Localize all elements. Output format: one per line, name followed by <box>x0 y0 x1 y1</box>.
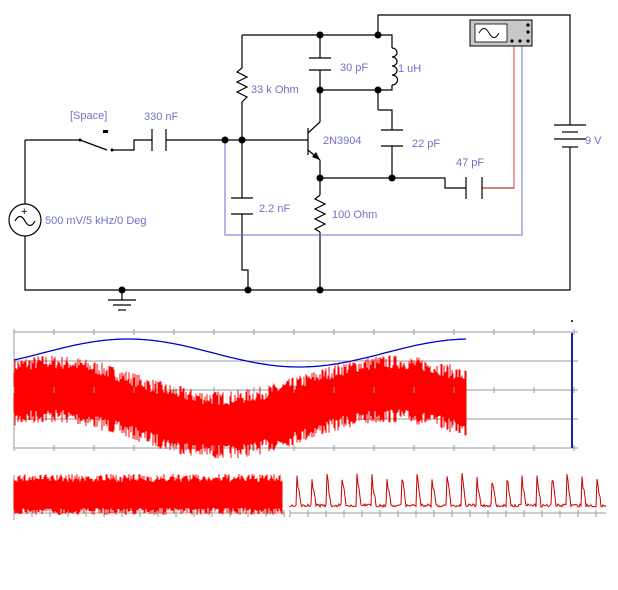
resistor-33k[interactable] <box>235 67 249 103</box>
capacitor-22pf[interactable] <box>381 129 403 147</box>
label-r-emitter: 100 Ohm <box>332 209 377 221</box>
label-c-bypass: 2.2 nF <box>259 203 290 215</box>
svg-text:+: + <box>21 206 27 218</box>
junction-dots <box>118 31 396 294</box>
scope-tick-marks <box>13 329 597 517</box>
trace-noise-red-flat <box>13 474 283 515</box>
label-source: 500 mV/5 kHz/0 Deg <box>45 215 147 227</box>
trace-noise-red-modulated <box>13 355 467 459</box>
inductor-1uh[interactable] <box>391 47 399 86</box>
battery-icon[interactable] <box>554 124 586 155</box>
label-c-input: 330 nF <box>144 111 179 123</box>
capacitor-30pf[interactable] <box>309 57 331 71</box>
label-c-feedback: 22 pF <box>412 138 440 150</box>
circuit-wires <box>24 14 571 300</box>
label-c-tank: 30 pF <box>340 62 368 74</box>
transistor-emitter-arrow <box>312 152 320 160</box>
probe-wires <box>224 45 523 236</box>
trace-sine-blue <box>13 338 467 368</box>
label-l-tank: 1 uH <box>398 63 421 75</box>
label-battery: 9 V <box>585 135 602 147</box>
capacitor-2-2nf[interactable] <box>231 197 253 215</box>
oscilloscope-icon[interactable] <box>469 19 533 47</box>
component-labels: [Space] 330 nF 33 k Ohm 30 pF 1 uH 2N390… <box>45 62 602 227</box>
switch[interactable] <box>78 130 114 152</box>
resistor-100ohm[interactable] <box>313 194 327 233</box>
label-transistor: 2N3904 <box>323 135 362 147</box>
capacitor-47pf[interactable] <box>465 177 483 199</box>
trace-pulses-red <box>289 473 607 509</box>
capacitor-330nf[interactable] <box>151 129 167 151</box>
ac-source-icon[interactable]: + <box>8 203 42 237</box>
label-r-bias: 33 k Ohm <box>251 84 299 96</box>
ground-icon <box>108 299 136 311</box>
label-c-output: 47 pF <box>456 157 484 169</box>
label-switch-key: [Space] <box>70 110 107 122</box>
